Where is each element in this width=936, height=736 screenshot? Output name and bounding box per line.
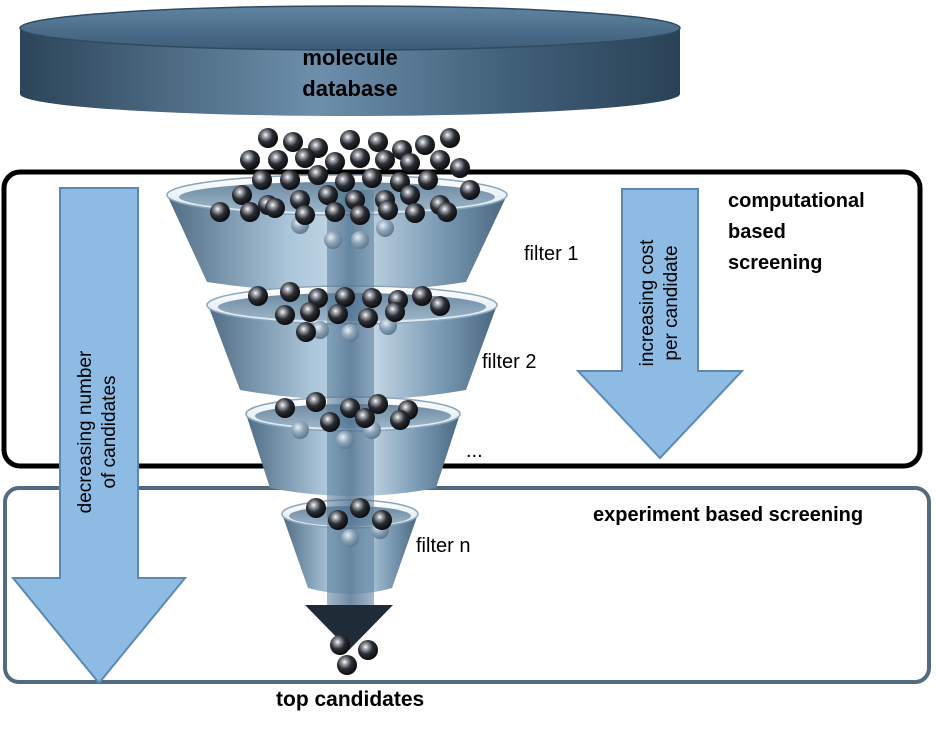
molecule-sphere-icon — [390, 410, 410, 430]
filter-2-label: filter 2 — [482, 351, 537, 373]
decreasing-candidates-text: decreasing number of candidates — [74, 307, 122, 557]
molecule-sphere-icon — [460, 180, 480, 200]
molecule-sphere-icon — [340, 130, 360, 150]
molecule-sphere-icon — [362, 288, 382, 308]
molecule-sphere-icon — [275, 398, 295, 418]
molecule-sphere-icon — [318, 185, 338, 205]
molecule-sphere-icon — [372, 510, 392, 530]
molecule-sphere-icon — [368, 394, 388, 414]
molecule-sphere-icon — [320, 412, 340, 432]
molecule-sphere-icon — [232, 185, 252, 205]
decreasing-line1: decreasing number — [75, 350, 96, 514]
molecule-sphere-icon — [275, 305, 295, 325]
database-label-line2: database — [302, 76, 398, 101]
molecule-sphere-icon — [376, 219, 394, 237]
molecule-sphere-icon — [240, 150, 260, 170]
molecule-sphere-icon — [351, 231, 369, 249]
experiment-screening-label: experiment based screening — [593, 504, 864, 526]
molecule-sphere-icon — [258, 128, 278, 148]
increasing-cost-arrow — [575, 188, 745, 460]
top-candidates-label: top candidates — [276, 688, 425, 711]
increasing-cost-text: increasing cost per candidate — [636, 223, 684, 383]
molecule-sphere-icon — [280, 282, 300, 302]
database-cylinder — [19, 5, 681, 116]
molecule-sphere-icon — [210, 202, 230, 222]
filter-1-label: filter 1 — [524, 243, 579, 265]
molecule-sphere-icon — [440, 128, 460, 148]
molecule-sphere-icon — [362, 168, 382, 188]
molecule-sphere-icon — [415, 135, 435, 155]
molecule-sphere-icon — [306, 498, 326, 518]
molecule-sphere-icon — [283, 132, 303, 152]
molecule-sphere-icon — [358, 640, 378, 660]
molecule-sphere-icon — [248, 286, 268, 306]
molecule-sphere-icon — [252, 170, 272, 190]
database-label-line1: molecule — [302, 45, 398, 70]
molecule-sphere-icon — [280, 170, 300, 190]
molecule-sphere-icon — [355, 408, 375, 428]
molecule-sphere-icon — [450, 158, 470, 178]
molecule-sphere-icon — [437, 202, 457, 222]
decreasing-line2: of candidates — [99, 375, 120, 489]
molecule-sphere-icon — [268, 150, 288, 170]
molecule-sphere-icon — [385, 302, 405, 322]
molecule-sphere-icon — [324, 231, 342, 249]
molecule-sphere-icon — [430, 296, 450, 316]
filter-n-label: filter n — [416, 535, 471, 557]
molecule-sphere-icon — [325, 152, 345, 172]
molecule-sphere-icon — [240, 202, 260, 222]
molecule-sphere-icon — [300, 302, 320, 322]
molecule-sphere-icon — [378, 200, 398, 220]
flow-arrow-head — [305, 605, 393, 650]
molecule-sphere-icon — [336, 431, 354, 449]
computational-screening-label: computational based screening — [728, 186, 865, 279]
increasing-line1: increasing cost — [637, 239, 658, 367]
decreasing-candidates-arrow — [10, 187, 188, 685]
molecule-sphere-icon — [295, 205, 315, 225]
molecule-sphere-icon — [291, 421, 309, 439]
molecule-sphere-icon — [325, 202, 345, 222]
molecule-sphere-icon — [328, 510, 348, 530]
molecule-sphere-icon — [340, 398, 360, 418]
molecule-sphere-icon — [375, 150, 395, 170]
computational-line1: computational — [728, 190, 865, 212]
molecule-sphere-icon — [430, 150, 450, 170]
molecule-sphere-icon — [358, 308, 378, 328]
molecule-sphere-icon — [335, 172, 355, 192]
molecule-sphere-icon — [306, 392, 326, 412]
molecule-sphere-icon — [328, 304, 348, 324]
molecule-sphere-icon — [341, 529, 359, 547]
increasing-line2: per candidate — [661, 245, 682, 361]
molecule-sphere-icon — [418, 170, 438, 190]
molecule-sphere-icon — [337, 655, 357, 675]
molecule-sphere-icon — [330, 635, 350, 655]
molecule-sphere-icon — [368, 132, 388, 152]
molecule-sphere-icon — [335, 287, 355, 307]
filter-ellipsis-label: ... — [466, 440, 483, 462]
computational-line3: screening — [728, 252, 823, 274]
molecule-sphere-icon — [412, 286, 432, 306]
molecule-sphere-icon — [265, 198, 285, 218]
database-label: molecule database — [250, 42, 450, 104]
molecule-sphere-icon — [296, 322, 316, 342]
molecule-sphere-icon — [350, 148, 370, 168]
computational-line2: based — [728, 221, 786, 243]
molecule-sphere-icon — [308, 165, 328, 185]
molecule-sphere-icon — [350, 205, 370, 225]
molecule-sphere-icon — [350, 498, 370, 518]
molecule-sphere-icon — [400, 153, 420, 173]
molecule-spheres — [210, 128, 480, 675]
experiment-screening-box — [3, 486, 931, 684]
molecule-sphere-icon — [400, 185, 420, 205]
molecule-sphere-icon — [341, 324, 359, 342]
molecule-sphere-icon — [295, 148, 315, 168]
molecule-sphere-icon — [405, 203, 425, 223]
